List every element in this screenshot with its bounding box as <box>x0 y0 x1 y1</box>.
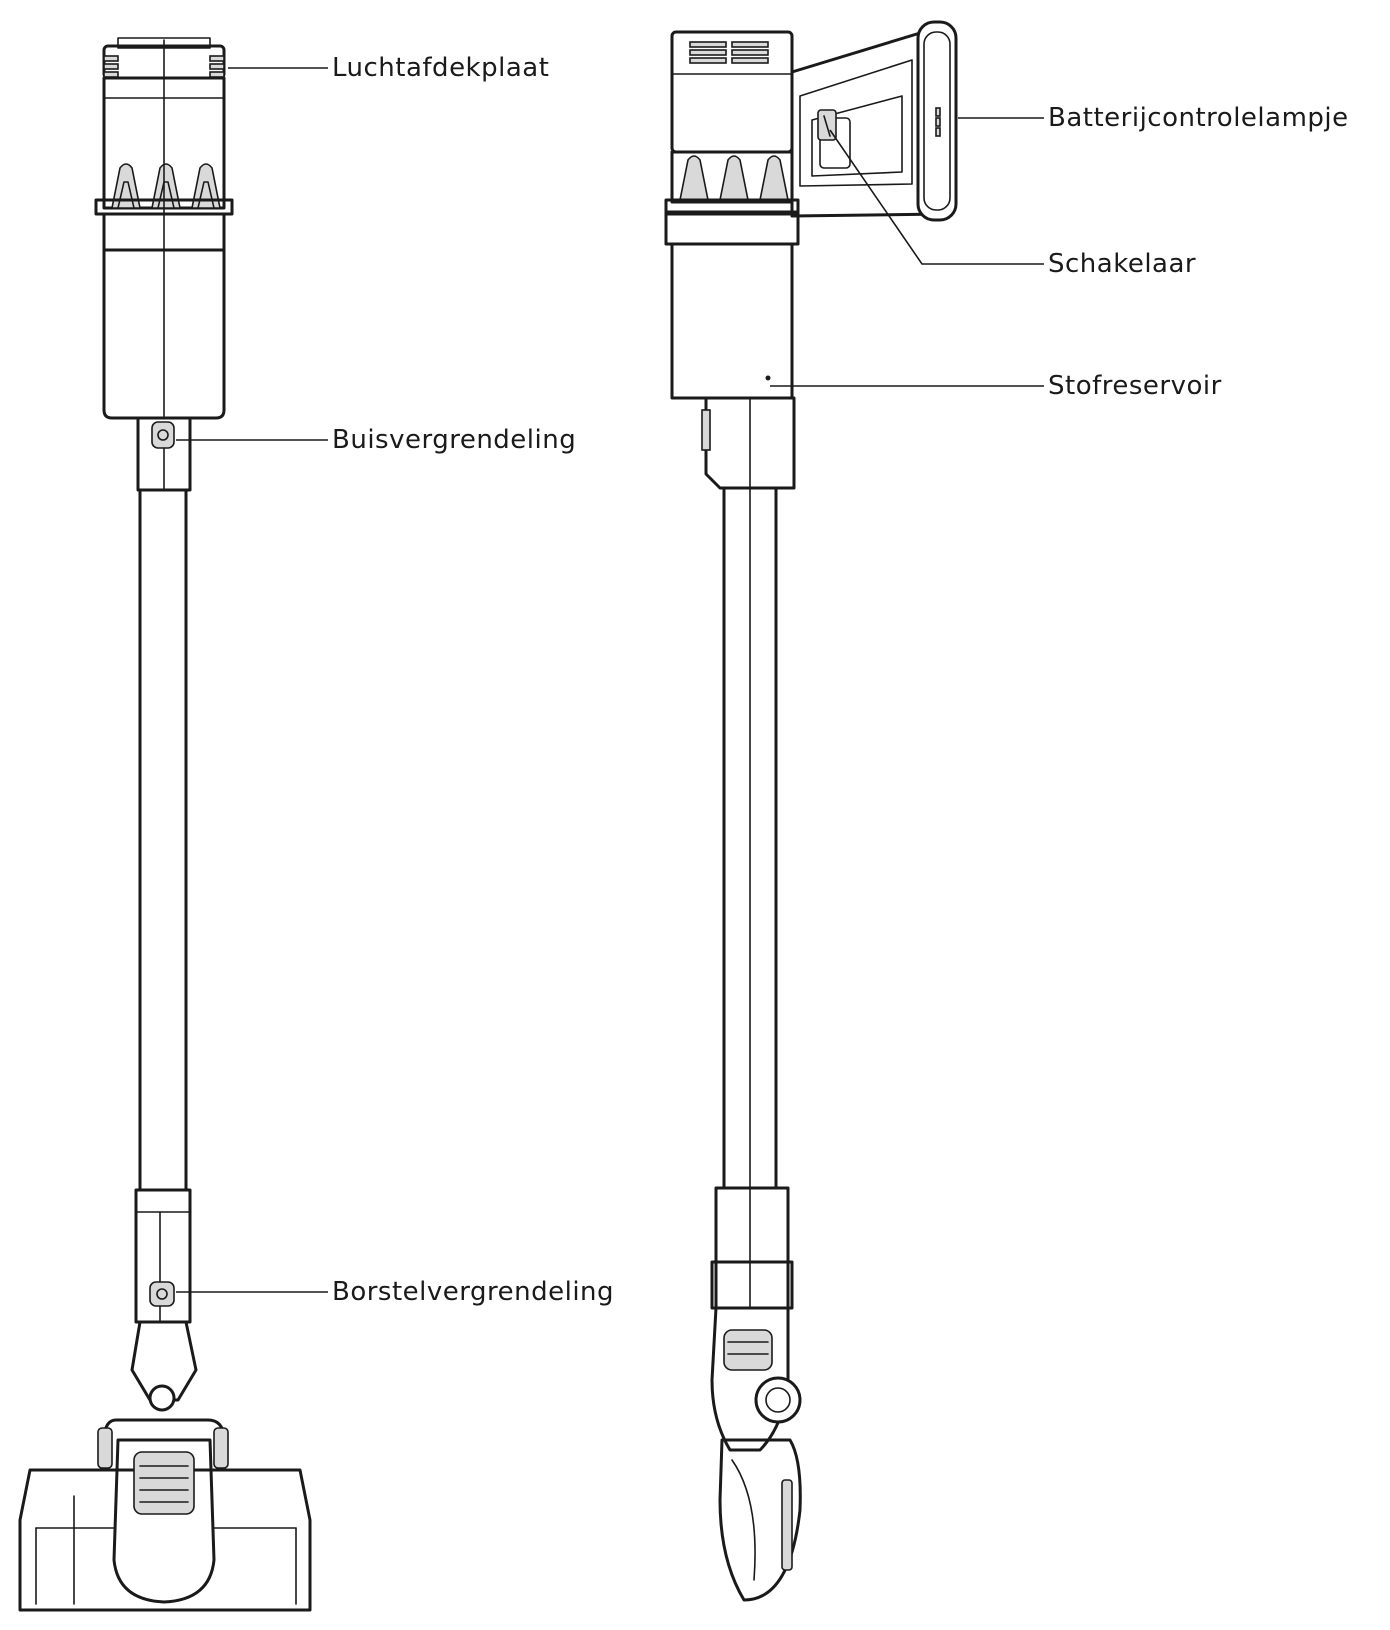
leader-lines <box>176 67 1044 1293</box>
label-switch: Schakelaar <box>1048 249 1197 279</box>
front-view <box>18 37 312 1612</box>
front-brush-head <box>18 1418 312 1612</box>
cyclone-fins <box>111 163 221 209</box>
vent-grille <box>689 41 769 64</box>
label-brush-lock: Borstelvergrendeling <box>332 1277 615 1307</box>
label-air-cover: Luchtafdekplaat <box>332 53 550 83</box>
side-brush-head <box>710 1306 802 1602</box>
battery-part <box>916 20 958 222</box>
handle <box>790 20 958 222</box>
label-dust-container: Stofreservoir <box>1048 371 1222 401</box>
label-battery-indicator: Batterijcontrolelampje <box>1048 103 1349 133</box>
label-tube-lock: Buisvergrendeling <box>332 425 577 455</box>
side-view <box>664 20 958 1602</box>
